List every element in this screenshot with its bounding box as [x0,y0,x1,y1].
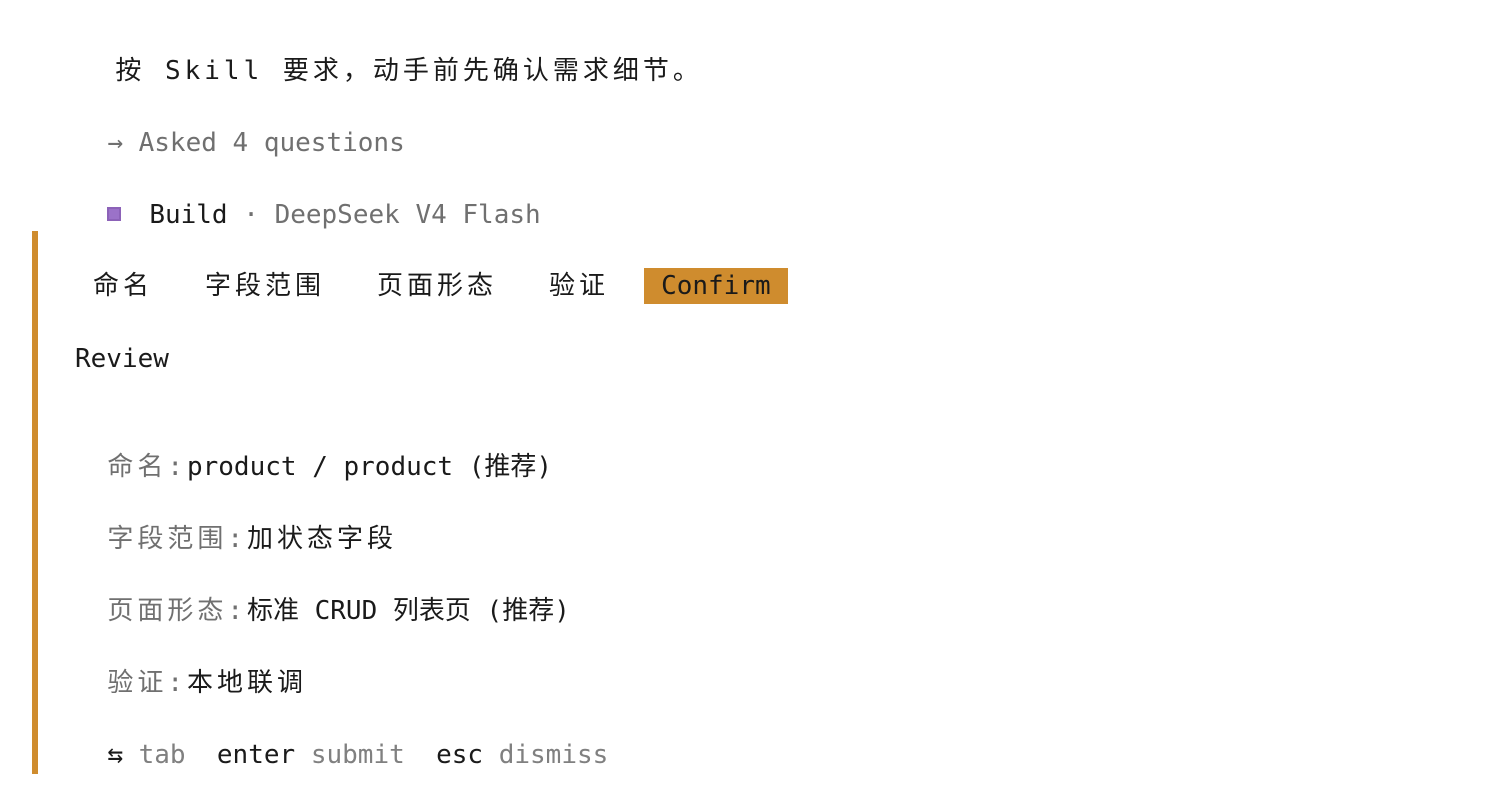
hint-submit-label: submit [310,740,405,770]
review-item-value: 本地联调 [186,668,307,698]
review-item-key: 字段范围: [107,524,247,554]
tab-confirm[interactable]: Confirm [644,268,788,304]
asked-questions-text: Asked 4 questions [138,128,405,158]
tab-page-form[interactable]: 页面形态 [377,271,498,301]
build-status-line: Build · DeepSeek V4 Flash [76,161,541,230]
hint-dismiss-label: dismiss [498,740,609,770]
review-item-verification: 验证:本地联调 [76,629,307,698]
build-mode-label: Build [149,200,228,230]
intro-text: 按 Skill 要求，动手前先确认需求细节。 [115,56,703,86]
review-item-value: 标准 CRUD 列表页 (推荐) [246,596,570,626]
review-item-field-scope: 字段范围:加状态字段 [76,485,397,554]
review-item-key: 验证: [107,668,187,698]
keyboard-hints: ⇆ tab enter submit esc dismiss [76,701,608,770]
review-item-value: product / product (推荐) [186,452,553,482]
question-tabs: 命名 字段范围 页面形态 验证 Confirm [76,268,806,304]
review-item-naming: 命名:product / product (推荐) [76,413,552,482]
tab-verification[interactable]: 验证 [549,271,610,301]
tab-swap-icon: ⇆ [107,740,123,770]
review-item-value: 加状态字段 [246,524,397,554]
agent-mode-square-icon [107,206,122,221]
separator-dot: · [243,200,259,230]
tab-field-scope[interactable]: 字段范围 [205,271,326,301]
question-panel-accent-bar [32,231,38,774]
review-item-key: 页面形态: [107,596,247,626]
asked-questions-line[interactable]: → Asked 4 questions [76,89,404,158]
review-item-page-form: 页面形态:标准 CRUD 列表页 (推荐) [76,557,570,626]
review-item-key: 命名: [107,452,187,482]
hint-enter-key[interactable]: enter [216,740,296,770]
model-name: DeepSeek V4 Flash [274,200,541,230]
review-title: Review [75,344,169,374]
tab-naming[interactable]: 命名 [93,271,154,301]
arrow-right-icon: → [107,128,123,158]
hint-esc-key[interactable]: esc [436,740,484,770]
hint-tab-label: tab [138,740,186,770]
